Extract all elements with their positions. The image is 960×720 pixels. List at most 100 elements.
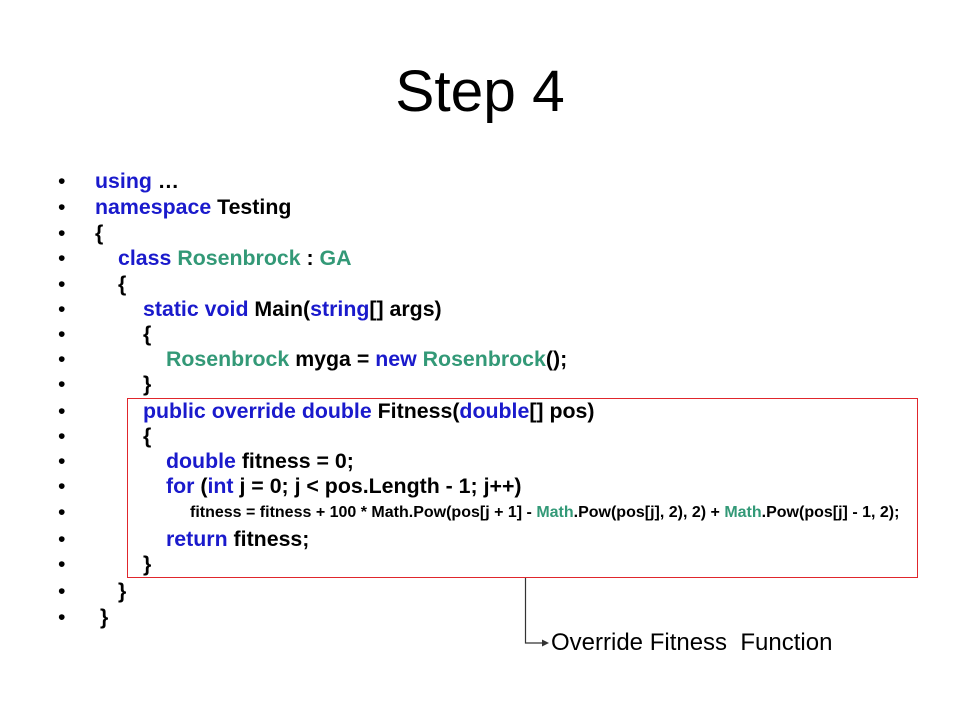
code-line: •{	[0, 424, 960, 449]
callout-arrow-icon	[524, 578, 549, 647]
code-token-plain: j = 0; j < pos.Length - 1; j++)	[233, 474, 522, 498]
bullet-marker: •	[58, 347, 66, 371]
bullet-marker: •	[58, 195, 66, 219]
code-token-plain: [] pos)	[529, 399, 595, 423]
code-text: using …	[95, 169, 179, 194]
code-token-keyword: class	[118, 246, 172, 270]
code-token-type: GA	[319, 246, 352, 270]
code-line: • for (int j = 0; j < pos.Length - 1; j++…	[0, 474, 960, 499]
code-token-keyword: public override double	[143, 399, 372, 423]
code-text: for (int j = 0; j < pos.Length - 1; j++)	[166, 474, 522, 499]
code-text: Rosenbrock myga = new Rosenbrock();	[166, 347, 567, 372]
code-token-keyword: namespace	[95, 195, 212, 219]
bullet-marker: •	[58, 579, 66, 603]
bullet-marker: •	[58, 221, 66, 245]
code-text: }	[100, 605, 108, 630]
code-token-type: Rosenbrock	[177, 246, 301, 270]
code-line: • fitness = fitness + 100 * Math.Pow(pos[…	[0, 500, 960, 525]
bullet-marker: •	[58, 527, 66, 551]
slide-title: Step 4	[395, 59, 565, 124]
code-token-plain: Main(	[248, 297, 311, 321]
bullet-marker: •	[58, 169, 66, 193]
code-token-plain: .Pow(pos[j], 2), 2) +	[573, 504, 725, 521]
bullet-marker: •	[58, 272, 66, 296]
code-text: {	[143, 424, 151, 449]
code-text: }	[143, 552, 151, 577]
highlight-box	[127, 398, 918, 578]
code-token-plain: {	[118, 272, 127, 296]
code-line: • class Rosenbrock : GA	[0, 246, 960, 271]
code-line: •}	[0, 372, 960, 397]
code-token-plain: fitness = fitness + 100 * Math.Pow(pos[j…	[190, 504, 537, 521]
code-token-keyword: string	[310, 297, 370, 321]
code-line: •Rosenbrock myga = new Rosenbrock();	[0, 347, 960, 372]
bullet-marker: •	[58, 322, 66, 346]
code-token-plain: …	[151, 169, 180, 193]
bullet-marker: •	[58, 449, 66, 473]
code-token-keyword: double	[166, 449, 236, 473]
code-line: • double fitness = 0;	[0, 449, 960, 474]
code-text: class Rosenbrock : GA	[118, 246, 352, 271]
bullet-marker: •	[58, 372, 66, 396]
code-token-plain: ();	[545, 347, 568, 371]
code-text: double fitness = 0;	[166, 449, 354, 474]
callout-label: Override Fitness Function	[551, 629, 833, 656]
code-line: •}	[0, 579, 960, 604]
code-text: {	[118, 272, 126, 297]
bullet-marker: •	[58, 474, 66, 498]
code-text: static void Main(string[] args)	[143, 297, 442, 322]
code-token-keyword: double	[459, 399, 530, 423]
code-token-keyword: for	[166, 474, 195, 498]
code-token-plain: (	[194, 474, 208, 498]
bullet-marker: •	[58, 399, 66, 423]
code-token-keyword: return	[166, 527, 228, 551]
code-token-plain: fitness;	[227, 527, 310, 551]
code-text: return fitness;	[166, 527, 309, 552]
code-token-plain: myga =	[289, 347, 376, 371]
code-token-plain: }	[118, 579, 127, 603]
code-token-plain: }	[143, 372, 152, 396]
code-text: {	[95, 221, 103, 246]
code-text: fitness = fitness + 100 * Math.Pow(pos[j…	[190, 503, 899, 523]
code-token-keyword: new	[375, 347, 417, 371]
code-token-plain: Testing	[211, 195, 292, 219]
code-token-plain: .Pow(pos[j] - 1, 2);	[761, 504, 900, 521]
code-line: • namespace Testing	[0, 195, 960, 220]
bullet-marker: •	[58, 552, 66, 576]
code-token-plain: :	[300, 246, 320, 270]
code-text: namespace Testing	[95, 195, 291, 220]
bullet-marker: •	[58, 246, 66, 270]
code-line: •}	[0, 552, 960, 577]
bullet-marker: •	[58, 297, 66, 321]
code-token-type: Rosenbrock	[422, 347, 546, 371]
code-token-type: Math	[724, 504, 762, 521]
code-token-type: Math	[536, 504, 574, 521]
bullet-marker: •	[58, 605, 66, 629]
code-token-keyword: using	[95, 169, 152, 193]
code-line: • return fitness;	[0, 527, 960, 552]
code-token-plain: [] args)	[369, 297, 442, 321]
code-token-keyword: static void	[143, 297, 249, 321]
code-text: }	[143, 372, 151, 397]
code-token-keyword: int	[207, 474, 234, 498]
code-text: }	[118, 579, 126, 604]
code-token-plain: fitness = 0;	[235, 449, 354, 473]
code-text: public override double Fitness(double[] …	[143, 399, 594, 424]
code-line: •{	[0, 272, 960, 297]
code-token-plain: Fitness(	[371, 399, 460, 423]
code-token-plain: }	[143, 552, 152, 576]
code-token-type: Rosenbrock	[166, 347, 290, 371]
code-token-plain: }	[100, 605, 109, 629]
bullet-marker: •	[58, 424, 66, 448]
code-line: •{	[0, 221, 960, 246]
code-token-plain: {	[95, 221, 104, 245]
bullet-marker: •	[58, 500, 66, 524]
code-line: •{	[0, 322, 960, 347]
code-token-plain: {	[143, 322, 152, 346]
code-line: • static void Main(string[] args)	[0, 297, 960, 322]
code-line: • public override double Fitness(double[]…	[0, 399, 960, 424]
code-line: • using …	[0, 169, 960, 194]
code-line: •}	[0, 605, 960, 630]
code-token-plain: {	[143, 424, 152, 448]
code-text: {	[143, 322, 151, 347]
